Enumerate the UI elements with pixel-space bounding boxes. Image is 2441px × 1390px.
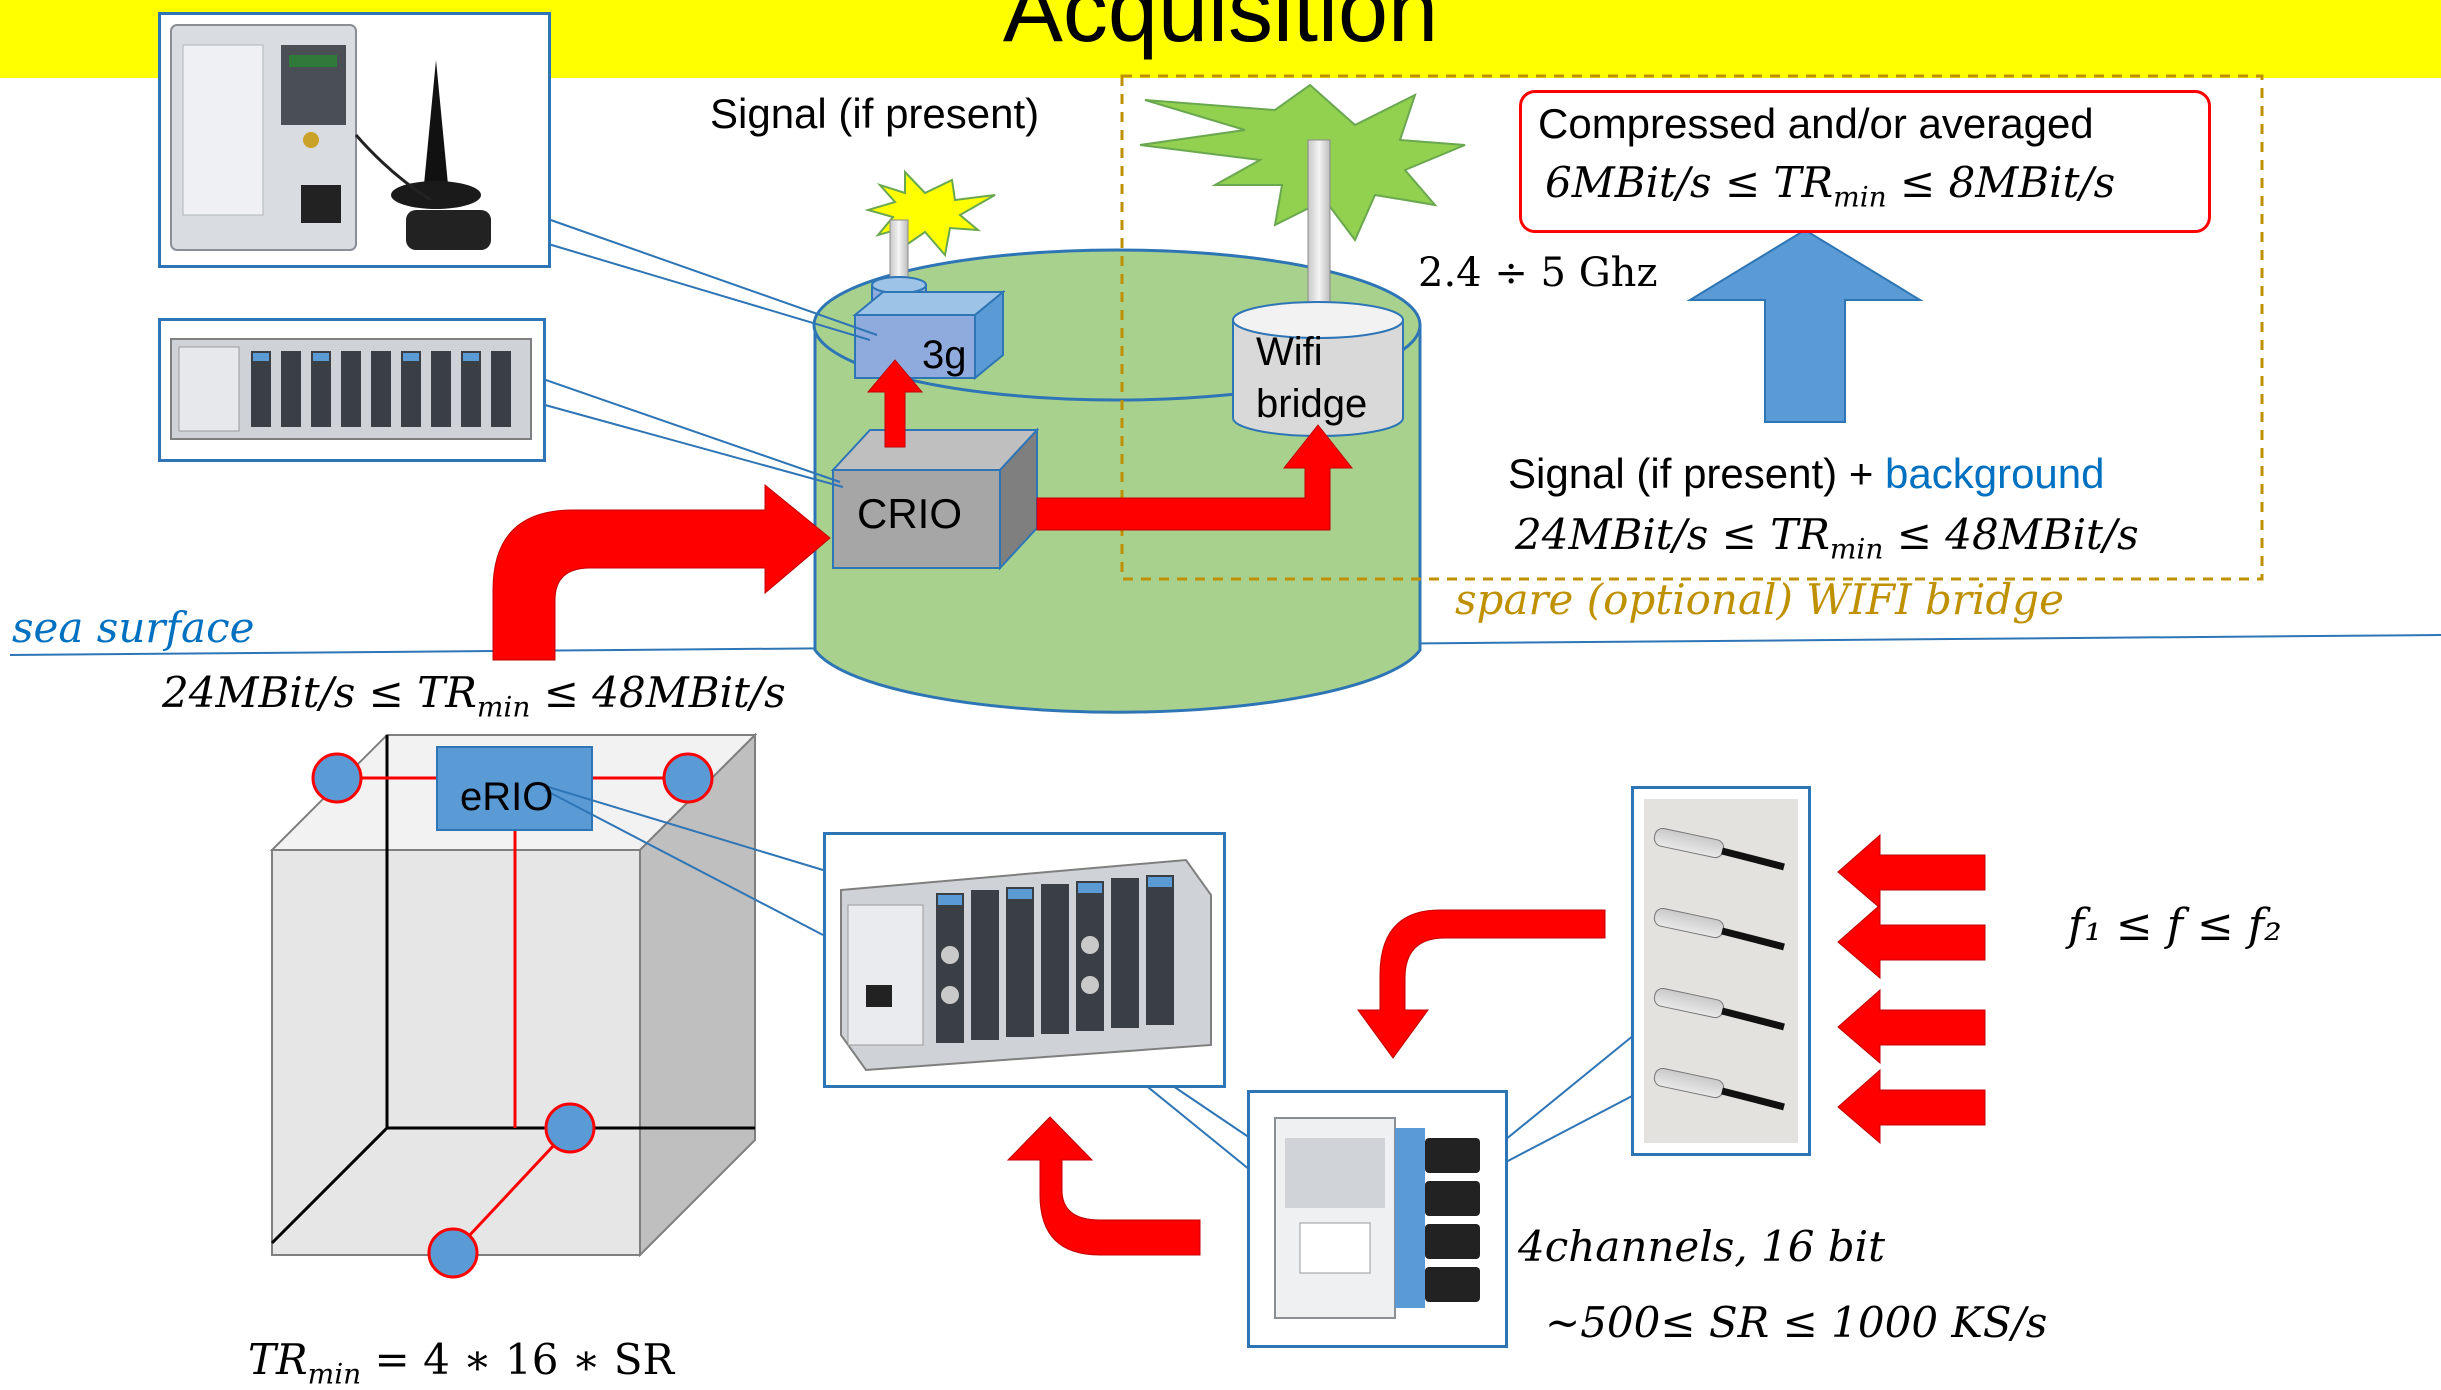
- erio-box: [436, 746, 593, 831]
- node-top-left: [311, 752, 363, 804]
- hydrophones-illustration: [1644, 799, 1798, 1143]
- arrow-crio-to-3g: [866, 359, 924, 448]
- underwater-cube: [269, 732, 758, 1258]
- arrow-module-to-chassis: [1006, 1116, 1201, 1256]
- link-chassis-crio-a: [539, 377, 841, 483]
- freq-range-label: f₁ ≤ f ≤ f₂: [2068, 900, 2282, 951]
- tr-formula-end: = 4 ∗ 16 ∗ SR: [361, 1335, 675, 1384]
- link-modem-3g-b: [544, 242, 871, 341]
- surface-rate-sub: min: [1829, 532, 1884, 566]
- uplink-rate-sub: min: [476, 690, 531, 724]
- tr-formula-text: TR: [248, 1335, 308, 1384]
- box-3g: [852, 289, 1006, 381]
- erio-chassis-illustration: [840, 858, 1212, 1072]
- spare-bridge-label: spare (optional) WIFI bridge: [1455, 575, 2065, 624]
- background-word: background: [1885, 450, 2105, 497]
- surface-rate-end: ≤ 48MBit/s: [1883, 510, 2139, 559]
- signal-burst-small: [864, 169, 996, 258]
- surface-rate-label: 24MBit/s ≤ TRmin ≤ 48MBit/s: [1515, 510, 2139, 565]
- link-erio-chassis-b: [544, 789, 824, 936]
- link-chassis-crio-b: [544, 404, 844, 488]
- uplink-rate-text: 24MBit/s ≤ TR: [162, 668, 477, 717]
- uplink-rate-end: ≤ 48MBit/s: [530, 668, 786, 717]
- compressed-rate-end: ≤ 8MBit/s: [1886, 158, 2116, 207]
- wifi-bridge-cylinder: [1232, 301, 1404, 437]
- photo-3g-modem: [158, 12, 551, 268]
- surface-rate-text: 24MBit/s ≤ TR: [1515, 510, 1830, 559]
- uplink-rate-label: 24MBit/s ≤ TRmin ≤ 48MBit/s: [162, 668, 786, 723]
- tr-formula-sub: min: [307, 1357, 362, 1390]
- page-title: Acquisition: [1002, 0, 1439, 61]
- arrow-uplink: [492, 483, 831, 661]
- compressed-label: Compressed and/or averaged: [1538, 100, 2094, 147]
- label-crio: CRIO: [857, 490, 962, 537]
- channels-label: 4channels, 16 bit: [1518, 1222, 1885, 1271]
- photo-daq-module: [1247, 1090, 1508, 1348]
- photo-hydrophones: [1631, 786, 1811, 1156]
- signal-background-prefix: Signal (if present) +: [1508, 450, 1886, 497]
- incoming-signal-arrows: [1837, 833, 1986, 1145]
- tr-formula-label: TRmin = 4 ∗ 16 ∗ SR: [248, 1335, 674, 1390]
- freq-band-label: 2.4 ÷ 5 Ghz: [1418, 250, 1658, 296]
- signal-burst-large: [1139, 83, 1466, 242]
- compressed-rate-text: 6MBit/s ≤ TR: [1545, 158, 1834, 207]
- modem-illustration: [170, 24, 491, 251]
- compressed-rate: 6MBit/s ≤ TRmin ≤ 8MBit/s: [1545, 158, 2115, 213]
- arrow-sensors-to-chassis: [1357, 909, 1606, 1059]
- sample-rate-label: ~500≤ SR ≤ 1000 KS/s: [1545, 1298, 2048, 1347]
- compressed-box: [1519, 90, 2211, 233]
- antenna-wifi: [1307, 139, 1331, 311]
- photo-crio-chassis: [158, 318, 546, 462]
- signal-top-label: Signal (if present): [710, 90, 1040, 137]
- node-middle: [544, 1102, 596, 1154]
- sea-surface-label: sea surface: [12, 603, 255, 652]
- arrow-blue-up: [1686, 228, 1924, 423]
- label-erio: eRIO: [460, 775, 554, 819]
- label-wifi-line2: bridge: [1256, 382, 1368, 426]
- compressed-rate-sub: min: [1833, 180, 1887, 214]
- arrow-crio-to-wifi: [1036, 424, 1354, 531]
- signal-background-label: Signal (if present) + background: [1508, 450, 2105, 498]
- hydrophone-units: [1653, 827, 1785, 1111]
- node-bottom: [427, 1227, 479, 1279]
- label-3g: 3g: [922, 333, 967, 377]
- label-wifi-line1: Wifi: [1256, 330, 1323, 374]
- node-top-right: [662, 752, 714, 804]
- link-modem-3g-a: [544, 217, 878, 336]
- link-erio-chassis-a: [544, 785, 824, 871]
- crio-box: [830, 427, 1040, 571]
- daq-module-illustration: [1274, 1117, 1480, 1319]
- crio-chassis-illustration: [170, 338, 532, 440]
- photo-erio-chassis: [823, 832, 1226, 1088]
- spare-bridge-box: [1120, 74, 2264, 581]
